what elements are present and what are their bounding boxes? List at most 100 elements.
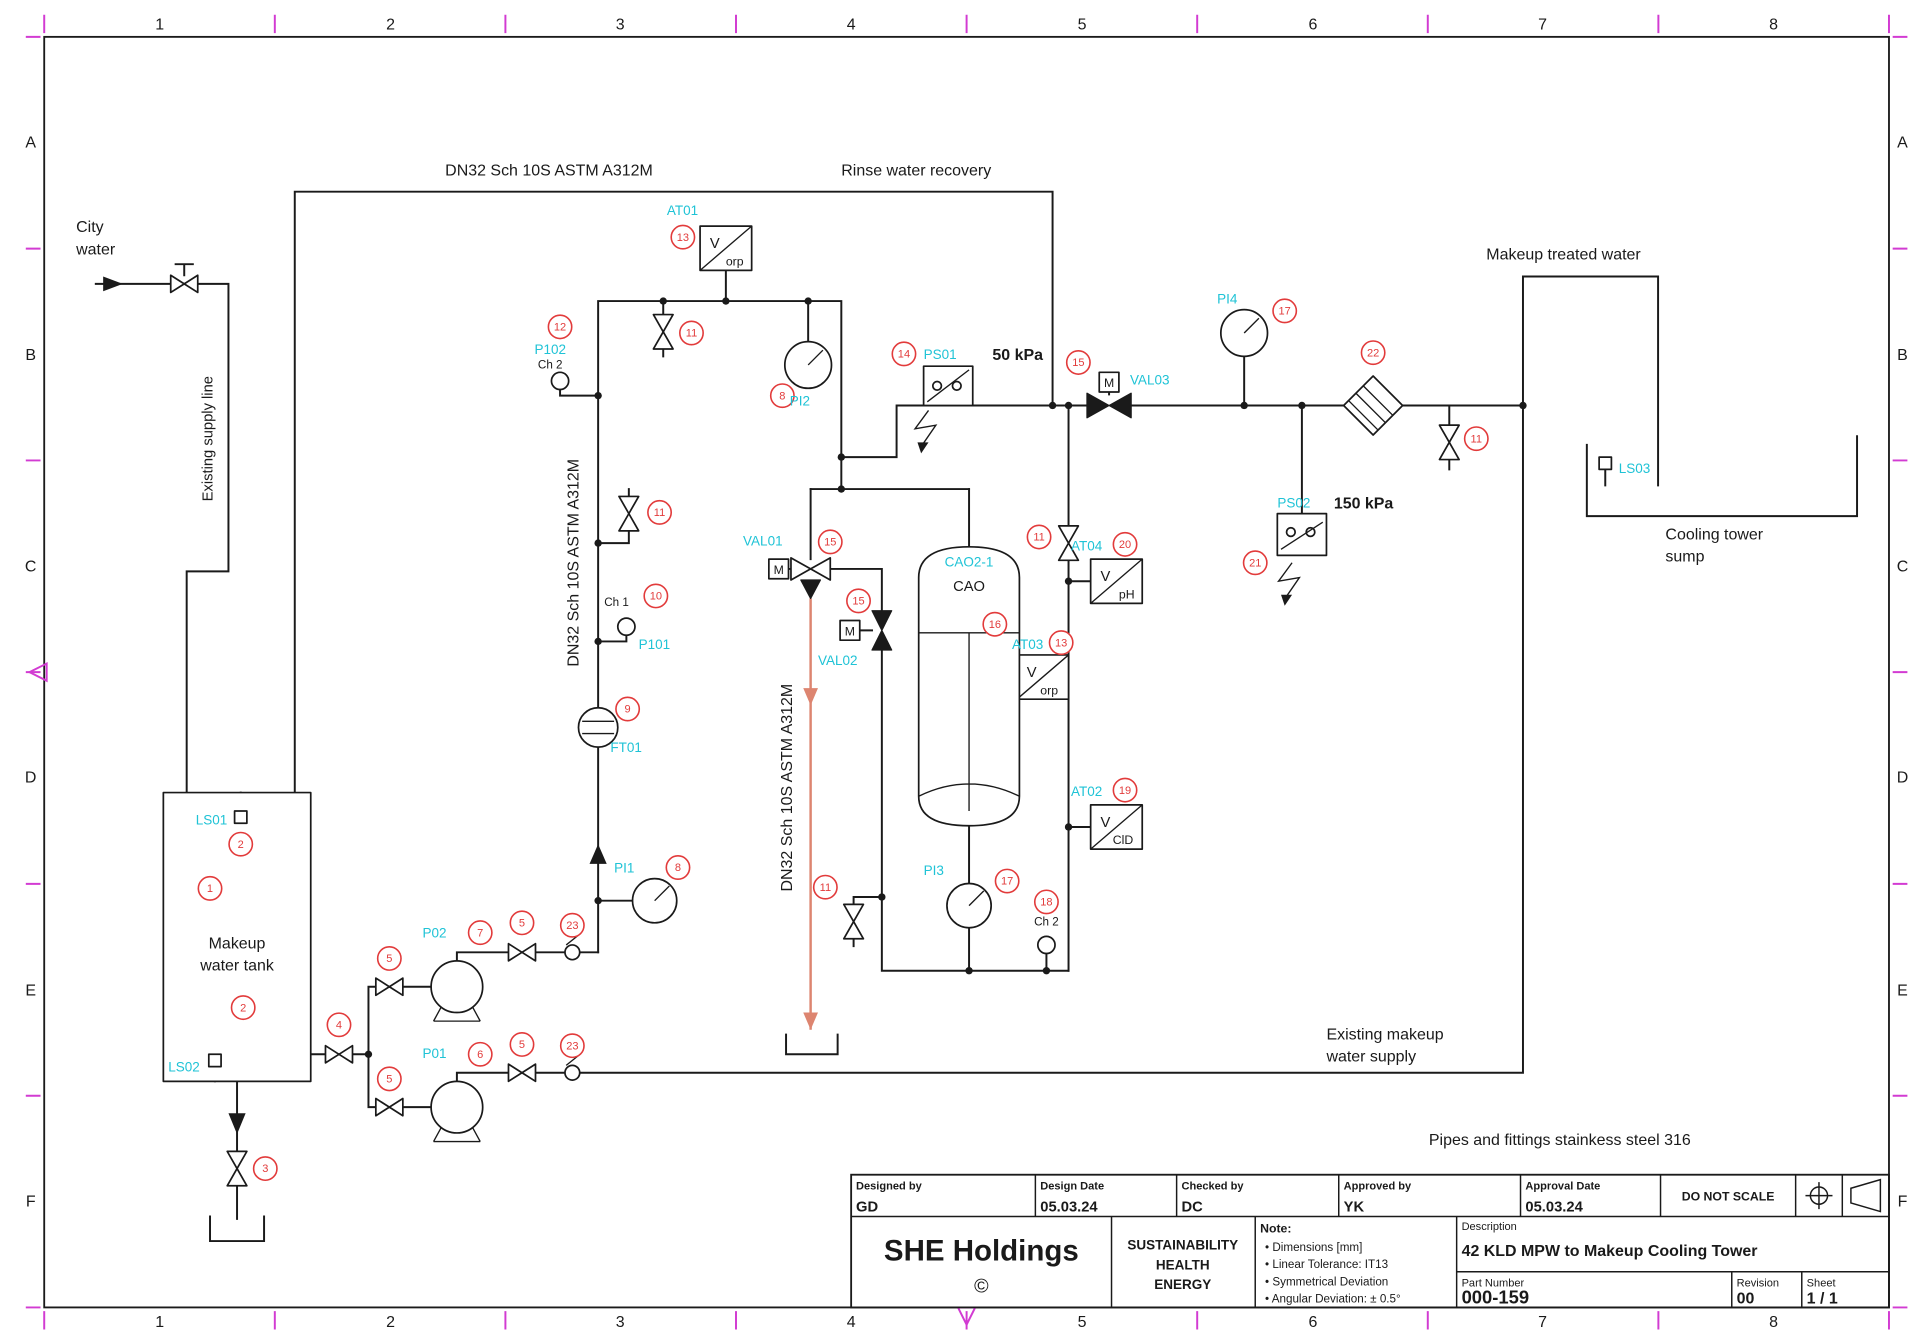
tag-ls01: LS01	[196, 813, 228, 828]
part-number-value: 000-159	[1462, 1287, 1530, 1308]
label-makeup-water-tank-1: Makeup	[209, 936, 266, 953]
balloons: 2 1 2 3 4 5 7 5 23 6 5 5 23 8 9 10 11 12…	[197, 224, 1489, 1182]
tag-p02: P02	[423, 926, 447, 941]
svg-text:5: 5	[386, 953, 392, 965]
grid-col: 5	[1078, 1314, 1087, 1331]
grid-row: B	[25, 347, 36, 364]
grid-col: 8	[1769, 1314, 1778, 1331]
balloon: 8	[769, 383, 795, 409]
grid-row-letters: A B C D E F A B C D E F	[25, 134, 1908, 1210]
p02-discharge-valve	[507, 942, 537, 962]
description-value: 42 KLD MPW to Makeup Cooling Tower	[1462, 1243, 1758, 1260]
svg-text:12: 12	[554, 322, 566, 334]
riser-flow-arrow	[589, 844, 607, 864]
analyzer-param-label: ClD	[1113, 833, 1134, 847]
label-existing-supply-line: Existing supply line	[200, 376, 216, 501]
tag-p101: P101	[639, 637, 671, 652]
balloon: 6	[467, 1041, 493, 1067]
label-ch2-sensor: Ch 2	[1034, 915, 1059, 928]
label-cooling-tower-sump-1: Cooling tower	[1665, 526, 1763, 543]
label-pipe-spec-drain: DN32 Sch 10S ASTM A312M	[779, 684, 796, 892]
balloon: 18	[1033, 889, 1059, 915]
label-existing-makeup-2: water supply	[1325, 1049, 1416, 1066]
balloon: 12	[547, 314, 573, 340]
grid-row: E	[1897, 982, 1908, 999]
rinse-drain-line	[803, 598, 818, 1030]
label-makeup-treated-water: Makeup treated water	[1486, 246, 1641, 263]
svg-text:2: 2	[240, 1002, 246, 1014]
sample-valve-11e	[842, 903, 865, 940]
level-switch-stems	[213, 468, 1607, 1083]
tag-pi1: PI1	[614, 860, 634, 875]
svg-text:3: 3	[262, 1163, 268, 1175]
title-block: Designed by GD Design Date 05.03.24 Chec…	[850, 1173, 1890, 1309]
balloon: 17	[1272, 298, 1298, 324]
valve11e-stub	[852, 896, 883, 948]
val02-motor-valve: M	[839, 610, 893, 651]
tag-pi4: PI4	[1217, 292, 1238, 307]
svg-text:4: 4	[336, 1019, 342, 1031]
svg-text:22: 22	[1367, 347, 1379, 359]
svg-text:17: 17	[1279, 306, 1291, 318]
motor-m-label: M	[1104, 376, 1114, 390]
at04-ph-analyzer: V pH	[1089, 558, 1144, 605]
svg-text:8: 8	[779, 390, 785, 402]
ps01-pressure-switch	[913, 365, 974, 454]
balloon: 2	[228, 831, 254, 857]
sample-valve-11f	[1438, 424, 1460, 461]
balloon: 11	[679, 320, 704, 346]
pump-p01	[430, 1080, 484, 1143]
pi3-gauge-icon	[946, 882, 993, 929]
balloon: 11	[647, 499, 673, 525]
tag-ls03: LS03	[1619, 461, 1651, 476]
balloon: 5	[509, 1031, 535, 1057]
analyzer-v-label: V	[1027, 665, 1037, 681]
svg-text:13: 13	[677, 232, 689, 244]
sump-feed-line	[1521, 275, 1660, 487]
grid-row: A	[1897, 134, 1908, 151]
tag-at01: AT01	[667, 203, 698, 218]
svg-text:18: 18	[1040, 897, 1052, 909]
label-makeup-water-tank-2: water tank	[199, 958, 274, 975]
drain-arrow-icon	[803, 688, 818, 706]
svg-text:11: 11	[1471, 433, 1482, 445]
org-line-3: ENERGY	[1154, 1277, 1211, 1292]
tag-ft01: FT01	[610, 740, 642, 755]
svg-text:15: 15	[852, 596, 864, 608]
ls02-level-switch-icon	[207, 1053, 222, 1068]
svg-text:8: 8	[675, 862, 681, 874]
approval-date-value: 05.03.24	[1525, 1200, 1583, 1216]
svg-text:7: 7	[477, 927, 483, 939]
instrument-tags: LS01 LS02 LS03 P02 P01 PI1 FT01 P101 P10…	[168, 203, 1650, 1074]
svg-text:5: 5	[386, 1074, 392, 1086]
at01-orp-analyzer: V orp	[699, 225, 753, 272]
balloon: 2	[230, 995, 256, 1021]
analyzer-v-label: V	[1100, 815, 1110, 831]
tag-at03: AT03	[1012, 637, 1043, 652]
label-city-water-1: City	[76, 219, 104, 236]
description-label: Description	[1462, 1221, 1517, 1233]
grid-row: D	[25, 770, 37, 787]
tag-ls02: LS02	[168, 1059, 200, 1074]
cooling-tower-sump-outline	[1585, 435, 1859, 518]
drain-funnels	[209, 1033, 839, 1243]
org-line-1: SUSTAINABILITY	[1127, 1238, 1238, 1253]
val03-motor-valve: M	[1086, 371, 1132, 419]
svg-text:19: 19	[1119, 785, 1131, 797]
treated-water-header	[840, 404, 1524, 459]
balloon: 23	[559, 912, 585, 938]
analyzer-param-label: orp	[726, 254, 744, 268]
svg-text:6: 6	[477, 1049, 483, 1061]
svg-text:15: 15	[1072, 357, 1084, 369]
label-existing-makeup-1: Existing makeup	[1326, 1027, 1443, 1044]
svg-text:14: 14	[898, 349, 910, 361]
designed-by-label: Designed by	[856, 1180, 923, 1192]
balloon: 11	[1463, 426, 1489, 452]
at02-cld-analyzer: V ClD	[1089, 803, 1144, 850]
grid-col: 7	[1538, 16, 1547, 33]
balloon: 15	[817, 529, 843, 555]
tag-pi2: PI2	[790, 393, 810, 408]
balloon: 15	[1065, 350, 1091, 375]
label-150kpa: 150 kPa	[1334, 496, 1394, 513]
svg-text:15: 15	[824, 537, 836, 549]
